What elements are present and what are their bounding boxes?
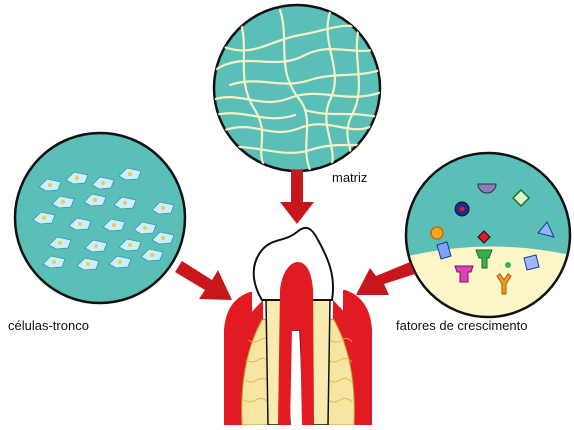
- tooth-icon: [224, 228, 372, 425]
- stem-cell-nucleus: [128, 243, 132, 247]
- stem-cells-circle: [15, 133, 185, 303]
- stem-cell-nucleus: [58, 241, 62, 245]
- stem-cell-nucleus: [143, 226, 147, 230]
- matrix-circle: [212, 5, 385, 171]
- stem-cells-label: células-tronco: [8, 318, 89, 333]
- stem-cell-nucleus: [75, 176, 79, 180]
- arrow-left-icon: [356, 262, 415, 295]
- growth-factors-label: fatores de crescimento: [396, 318, 528, 333]
- stem-cell-nucleus: [128, 172, 132, 176]
- stem-cell-nucleus: [48, 183, 52, 187]
- stem-cell-nucleus: [161, 236, 165, 240]
- stem-cell-nucleus: [78, 222, 82, 226]
- stem-cell-nucleus: [150, 253, 154, 257]
- stem-cell-nucleus: [112, 223, 116, 227]
- stem-cell-nucleus: [93, 198, 97, 202]
- growth-factors-circle: [400, 153, 574, 330]
- stem-cell-nucleus: [123, 201, 127, 205]
- stem-cell-nucleus: [161, 206, 165, 210]
- stem-cell-nucleus: [118, 260, 122, 264]
- stem-cell-nucleus: [101, 181, 105, 185]
- stem-cell-nucleus: [86, 262, 90, 266]
- stem-cell-nucleus: [94, 244, 98, 248]
- matrix-label: matriz: [332, 170, 367, 185]
- arrow-right-icon: [175, 261, 232, 300]
- stem-cell-nucleus: [42, 216, 46, 220]
- stem-cell-nucleus: [52, 260, 56, 264]
- arrow-down-icon: [280, 170, 314, 224]
- stem-cell-nucleus: [61, 200, 65, 204]
